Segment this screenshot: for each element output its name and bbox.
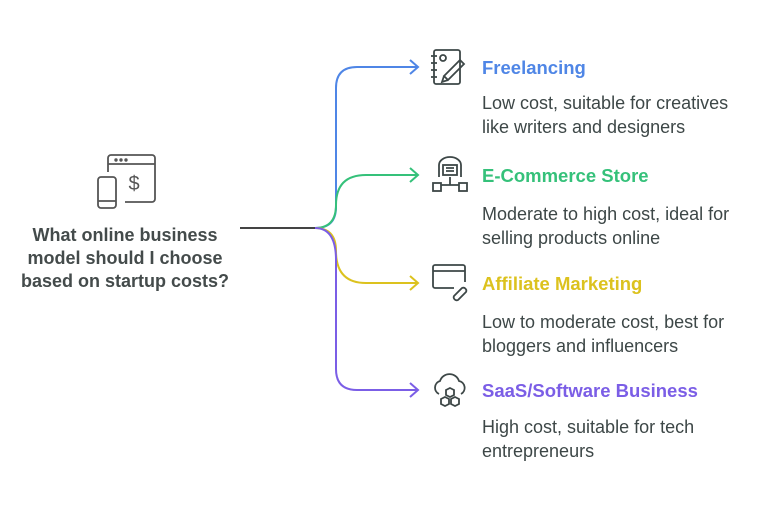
option-description-affiliate: Low to moderate cost, best for bloggers … [482, 312, 725, 356]
notebook-pen-icon [431, 49, 466, 85]
branch-freelancing [314, 59, 420, 229]
browser-mobile-dollar-icon: $ [97, 154, 156, 209]
question-text: What online business model should I choo… [20, 225, 230, 291]
cloud-hexagon-icon [434, 373, 466, 408]
svg-text:$: $ [128, 173, 139, 195]
branch-ecommerce [314, 167, 420, 229]
option-title-ecommerce: E-Commerce Store [482, 165, 649, 186]
option-description-saas: High cost, suitable for tech entrepreneu… [482, 417, 695, 461]
browser-link-icon [432, 264, 468, 302]
warehouse-icon [432, 156, 468, 192]
option-title-freelancing: Freelancing [482, 57, 586, 78]
branch-saas [314, 227, 420, 398]
option-description-freelancing: Low cost, suitable for creatives like wr… [482, 93, 729, 137]
option-title-affiliate: Affiliate Marketing [482, 273, 643, 294]
option-title-saas: SaaS/Software Business [482, 380, 698, 401]
option-description-ecommerce: Moderate to high cost, ideal for selling… [482, 204, 730, 248]
